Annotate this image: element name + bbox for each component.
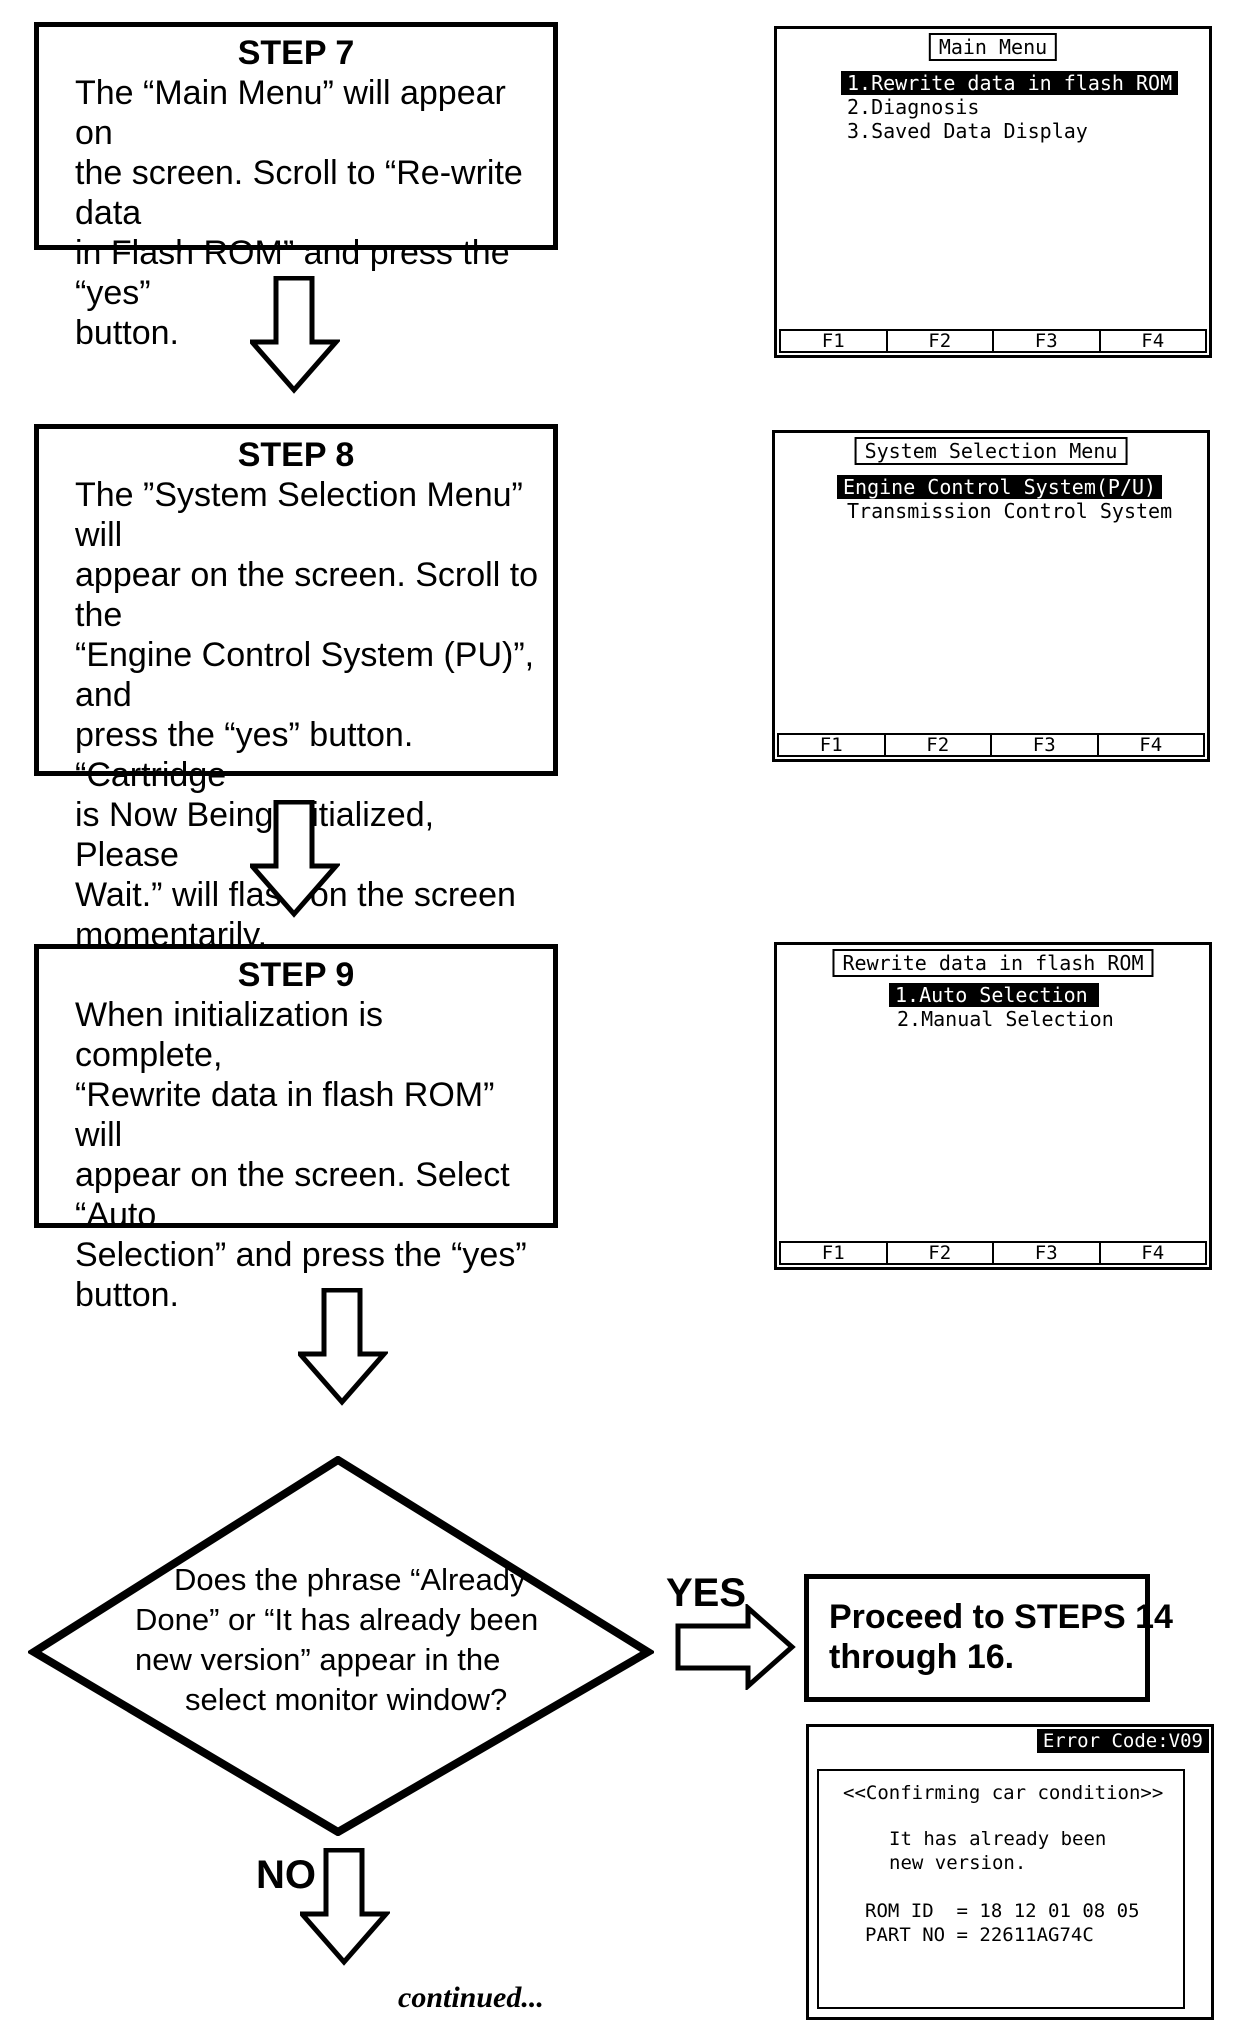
step-title: STEP 7 bbox=[237, 34, 355, 72]
part-no-value: PART NO = 22611AG74C bbox=[865, 1924, 1094, 1946]
decision-text: Does the phrase “Already Done” or “It ha… bbox=[100, 1560, 560, 1720]
error-message: new version. bbox=[889, 1852, 1027, 1874]
error-inner-panel: <<Confirming car condition>> It has alre… bbox=[817, 1769, 1185, 2009]
f4-key[interactable]: F4 bbox=[1098, 1243, 1206, 1263]
step-text: When initialization is complete, “Rewrit… bbox=[75, 996, 527, 1314]
decision-line: Does the phrase “Already bbox=[174, 1562, 526, 1597]
step-9-box: STEP 9 When initialization is complete, … bbox=[34, 944, 558, 1314]
function-key-bar: F1 F2 F3 F4 bbox=[779, 329, 1207, 353]
rewrite-data-screen: Rewrite data in flash ROM 1.Auto Selecti… bbox=[774, 942, 1212, 1270]
confirming-heading: <<Confirming car condition>> bbox=[843, 1782, 1164, 1804]
f1-key[interactable]: F1 bbox=[819, 734, 843, 756]
f4-key[interactable]: F4 bbox=[1098, 331, 1206, 351]
menu-item-auto-selection[interactable]: 1.Auto Selection bbox=[889, 983, 1099, 1007]
function-key-bar: F1 F2 F3 F4 bbox=[777, 733, 1205, 757]
f1-key[interactable]: F1 bbox=[821, 330, 845, 352]
f2-key[interactable]: F2 bbox=[883, 735, 991, 755]
error-screen: Error Code:V09 <<Confirming car conditio… bbox=[806, 1724, 1214, 2020]
menu-item-manual-selection[interactable]: 2.Manual Selection bbox=[897, 1007, 1114, 1031]
menu-item-transmission-control[interactable]: Transmission Control System bbox=[847, 499, 1173, 523]
step-7-box: STEP 7 The “Main Menu” will appear on th… bbox=[34, 22, 558, 352]
system-selection-screen: System Selection Menu Engine Control Sys… bbox=[772, 430, 1210, 762]
proceed-box: Proceed to STEPS 14 through 16. bbox=[804, 1574, 1173, 1702]
continued-text: continued... bbox=[398, 1981, 544, 2014]
right-arrow-icon bbox=[675, 1604, 796, 1690]
step-title: STEP 8 bbox=[237, 436, 355, 474]
f3-key[interactable]: F3 bbox=[992, 331, 1099, 351]
f2-key[interactable]: F2 bbox=[885, 331, 993, 351]
screen-title: Rewrite data in flash ROM bbox=[832, 949, 1154, 977]
step-title: STEP 9 bbox=[237, 956, 355, 994]
no-label: NO bbox=[256, 1853, 316, 1897]
decision-line: Done” or “It has already been bbox=[135, 1602, 539, 1637]
step-text: The ”System Selection Menu” will appear … bbox=[75, 476, 539, 954]
yes-label: YES bbox=[666, 1571, 747, 1615]
f4-key[interactable]: F4 bbox=[1096, 735, 1204, 755]
error-code-badge: Error Code:V09 bbox=[1036, 1729, 1209, 1753]
error-message: It has already been bbox=[889, 1828, 1107, 1850]
proceed-line: Proceed to STEPS 14 bbox=[829, 1598, 1173, 1636]
decision-line: select monitor window? bbox=[185, 1682, 508, 1717]
f3-key[interactable]: F3 bbox=[992, 1243, 1099, 1263]
f1-key[interactable]: F1 bbox=[821, 1242, 845, 1264]
screen-title: System Selection Menu bbox=[854, 437, 1128, 465]
decision-diamond bbox=[28, 1456, 654, 1836]
menu-item-saved-data[interactable]: 3.Saved Data Display bbox=[847, 119, 1088, 143]
screen-title: Main Menu bbox=[928, 33, 1058, 61]
down-arrow-icon bbox=[300, 1848, 390, 1966]
function-key-bar: F1 F2 F3 F4 bbox=[779, 1241, 1207, 1265]
f2-key[interactable]: F2 bbox=[885, 1243, 993, 1263]
down-arrow-icon bbox=[298, 1288, 388, 1406]
decision-line: new version” appear in the bbox=[135, 1642, 501, 1677]
step-8-box: STEP 8 The ”System Selection Menu” will … bbox=[34, 424, 558, 954]
f3-key[interactable]: F3 bbox=[990, 735, 1097, 755]
menu-item-rewrite[interactable]: 1.Rewrite data in flash ROM bbox=[841, 71, 1179, 95]
step-text: The “Main Menu” will appear on the scree… bbox=[75, 74, 523, 352]
menu-item-diagnosis[interactable]: 2.Diagnosis bbox=[847, 95, 980, 119]
main-menu-screen: Main Menu 1.Rewrite data in flash ROM 2.… bbox=[774, 26, 1212, 358]
menu-item-engine-control[interactable]: Engine Control System(P/U) bbox=[837, 475, 1163, 499]
down-arrow-icon bbox=[250, 800, 340, 918]
rom-id-value: ROM ID = 18 12 01 08 05 bbox=[865, 1900, 1140, 1922]
down-arrow-icon bbox=[250, 276, 340, 394]
proceed-line: through 16. bbox=[829, 1638, 1015, 1676]
